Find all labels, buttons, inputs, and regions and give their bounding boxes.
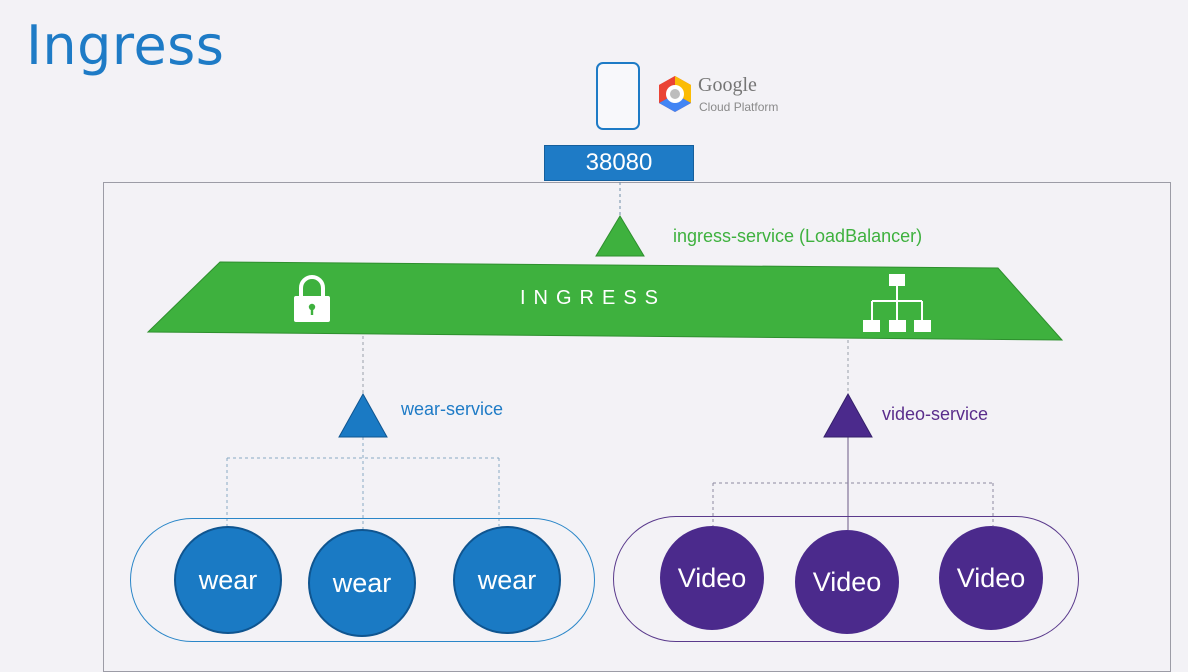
video-pod: Video [795, 530, 899, 634]
google-cloud-logo-icon [659, 76, 691, 112]
phone-icon [596, 62, 640, 130]
video-pod-group [613, 516, 1079, 642]
ingress-label: INGRESS [520, 287, 667, 309]
ingress-service-label: ingress-service (LoadBalancer) [673, 226, 923, 246]
video-service-triangle [823, 392, 873, 438]
wear-service-triangle [338, 392, 388, 438]
gcp-cloud-platform-text: Cloud Platform [699, 100, 779, 114]
video-service-label: video-service [882, 404, 989, 424]
page-title: Ingress [26, 14, 225, 77]
wear-service-label: wear-service [401, 399, 504, 419]
ingress-service-triangle [595, 215, 645, 257]
sitemap-icon [863, 274, 931, 332]
ingress-band [146, 261, 1064, 341]
lock-icon [294, 275, 330, 322]
wear-pod: wear [453, 526, 561, 634]
wear-pod: wear [308, 529, 416, 637]
port-box: 38080 [544, 145, 694, 181]
wear-pod: wear [174, 526, 282, 634]
video-pod: Video [660, 526, 764, 630]
video-pod: Video [939, 526, 1043, 630]
wear-pod-group [130, 518, 595, 642]
gcp-google-text: Google [698, 74, 757, 96]
